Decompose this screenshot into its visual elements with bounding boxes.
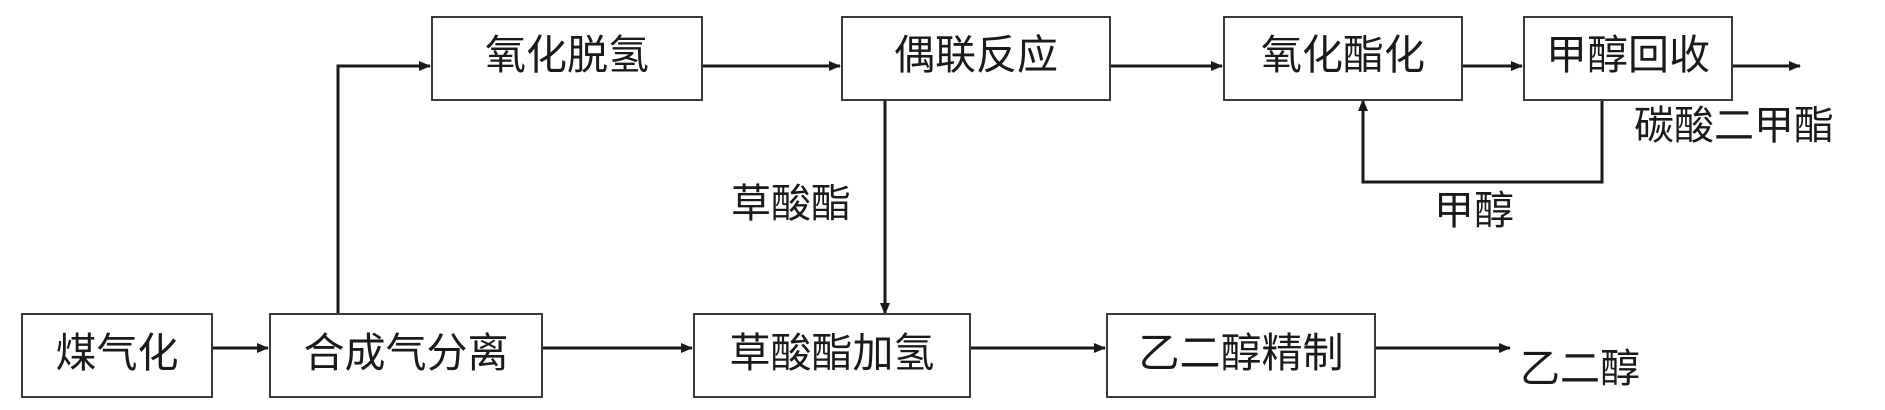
- box-coupling-reaction-label: 偶联反应: [894, 31, 1058, 79]
- box-ethylene-glycol-refining: 乙二醇精制: [1106, 313, 1376, 398]
- box-oxidative-dehydrogenation: 氧化脱氢: [431, 16, 703, 101]
- box-coal-gasification-label: 煤气化: [56, 329, 179, 377]
- connectors: [212, 61, 1801, 353]
- box-oxidative-esterification: 氧化酯化: [1223, 16, 1463, 101]
- label-methanol: 甲醇: [1434, 188, 1514, 234]
- box-coal-gasification: 煤气化: [21, 313, 213, 398]
- box-oxidative-esterification-label: 氧化酯化: [1261, 31, 1425, 79]
- arrow-methanol-recycle: [1358, 99, 1604, 184]
- box-ethylene-glycol-refining-label: 乙二醇精制: [1139, 329, 1344, 377]
- label-ethylene-glycol: 乙二醇: [1520, 346, 1640, 392]
- box-oxidative-dehydrogenation-label: 氧化脱氢: [485, 31, 649, 79]
- box-coupling-reaction: 偶联反应: [841, 16, 1111, 101]
- box-syngas-separation-label: 合成气分离: [304, 329, 509, 377]
- box-oxalate-hydrogenation-label: 草酸酯加氢: [730, 329, 935, 377]
- box-methanol-recovery: 甲醇回收: [1523, 16, 1733, 101]
- box-syngas-separation: 合成气分离: [269, 313, 543, 398]
- label-oxalate: 草酸酯: [731, 181, 851, 227]
- box-methanol-recovery-label: 甲醇回收: [1546, 31, 1710, 79]
- box-oxalate-hydrogenation: 草酸酯加氢: [693, 313, 971, 398]
- arrow-separation-to-dehydrogenation: [336, 61, 431, 314]
- label-dimethyl-carbonate: 碳酸二甲酯: [1634, 103, 1834, 149]
